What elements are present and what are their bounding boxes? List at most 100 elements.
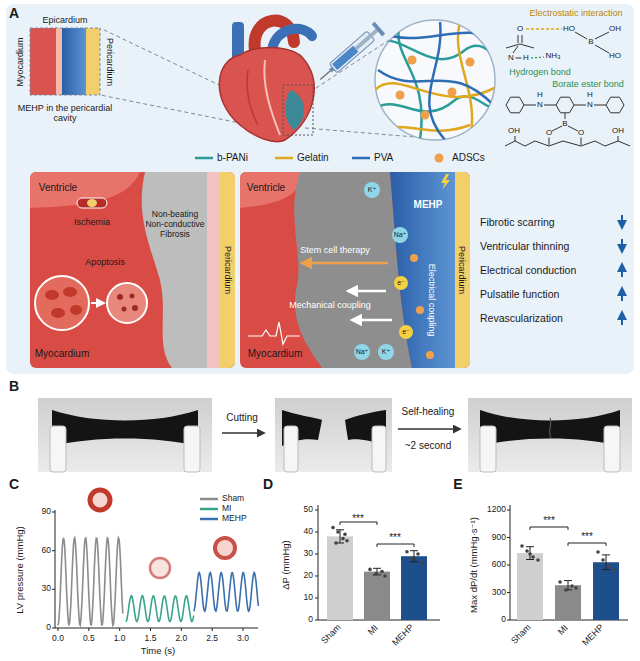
legend-swatch <box>352 157 370 160</box>
tissue-layer-inset <box>30 28 100 95</box>
label-text: 0.5 <box>83 634 95 644</box>
pressure-trace <box>126 596 194 622</box>
art-rect <box>38 398 212 472</box>
label-text: Fibrotic scarring <box>480 216 555 228</box>
label-text: Electrical conduction <box>480 264 576 276</box>
art-line <box>52 550 55 551</box>
art-polygon <box>556 97 574 113</box>
label-text: 30 <box>304 549 313 559</box>
heart-illustration <box>219 21 314 142</box>
label-text: ~2 second <box>405 440 451 452</box>
art-line <box>315 510 318 511</box>
art-circle <box>396 91 405 100</box>
label-text: Myocardium <box>248 348 302 360</box>
legend-swatch <box>200 508 218 511</box>
art-line <box>621 264 623 277</box>
art-line <box>305 128 415 137</box>
art-line <box>595 45 609 53</box>
label-text: Electrostatic interaction <box>529 8 622 18</box>
label-text: Pericardium <box>457 246 467 294</box>
art-line <box>91 302 104 304</box>
label-text: 2.0 <box>175 634 187 644</box>
label-text: Sham <box>319 622 343 646</box>
art-line <box>320 71 330 80</box>
art-circle <box>334 541 338 545</box>
art-rect <box>220 172 235 368</box>
label-text: OH <box>508 126 520 135</box>
art-circle <box>117 294 123 300</box>
art-path <box>550 418 551 438</box>
label-text: 40 <box>304 527 313 537</box>
art-polygon <box>606 97 624 113</box>
art-circle <box>394 276 408 290</box>
label-text: 2.5 <box>206 634 218 644</box>
label-text: 1.5 <box>145 634 157 644</box>
label-text: OH <box>609 24 621 33</box>
art-rect <box>283 85 313 135</box>
label-text: ΔP (mmHg) <box>281 540 292 589</box>
art-line <box>595 32 609 39</box>
art-line <box>352 319 392 322</box>
art-rect <box>354 29 378 50</box>
label-text: Na⁺ <box>356 348 369 356</box>
art-line <box>549 138 550 146</box>
art-circle <box>215 538 235 558</box>
label-text: MEHP <box>580 622 606 648</box>
art-rect <box>184 426 200 472</box>
electrostatic-dash <box>526 28 562 29</box>
art-path <box>378 70 498 110</box>
art-circle <box>607 564 611 568</box>
art-ellipse <box>70 305 82 315</box>
heart-sections <box>90 490 235 578</box>
art-rect <box>372 22 386 37</box>
art-line <box>315 620 318 621</box>
label-text: MEHP in the pericardial cavity <box>17 103 113 124</box>
self-healing-photos <box>38 398 632 472</box>
art-polygon <box>506 97 524 113</box>
art-line <box>119 628 120 631</box>
label-text: H <box>587 90 593 99</box>
legend-text: ADSCs <box>452 152 485 164</box>
art-circle <box>380 570 384 574</box>
art-circle <box>416 552 420 556</box>
legend-swatch <box>200 498 218 501</box>
chemical-bonds <box>505 32 630 146</box>
art-line <box>507 592 510 593</box>
art-line <box>315 576 318 577</box>
label-text: H <box>537 90 543 99</box>
art-path <box>390 172 455 368</box>
art-rect <box>401 556 427 620</box>
label-text: O <box>546 128 552 137</box>
art-circle <box>536 558 540 562</box>
art-line <box>621 239 623 252</box>
art-rect <box>207 172 220 368</box>
stem-cell-dots <box>396 56 475 120</box>
label-text: 600 <box>492 560 506 570</box>
label-text: 0 <box>308 615 313 625</box>
label-text: NH₃ <box>546 51 561 60</box>
panel-letter: D <box>263 476 273 492</box>
label-text: MEHP <box>414 199 443 211</box>
art-line <box>581 138 582 146</box>
label-text: HO <box>609 51 621 60</box>
label-text: MEHP <box>390 622 416 648</box>
art-g <box>315 505 440 620</box>
label-text: Non-beating Non-conductive Fibrosis <box>144 210 206 239</box>
art-g <box>336 522 418 575</box>
label-text: Ventricle <box>247 182 285 194</box>
art-rect <box>327 536 353 620</box>
label-text: O <box>578 128 584 137</box>
label-text: Ventricular thinning <box>480 240 569 252</box>
art-line <box>398 428 460 430</box>
art-circle <box>596 550 600 554</box>
art-circle <box>364 182 380 198</box>
art-circle <box>150 558 170 578</box>
art-path <box>530 527 568 530</box>
art-path <box>247 70 258 125</box>
art-line <box>552 126 562 131</box>
label-text: N <box>508 53 514 62</box>
art-line <box>212 628 213 631</box>
art-circle <box>416 306 424 314</box>
art-ellipse <box>87 199 97 207</box>
